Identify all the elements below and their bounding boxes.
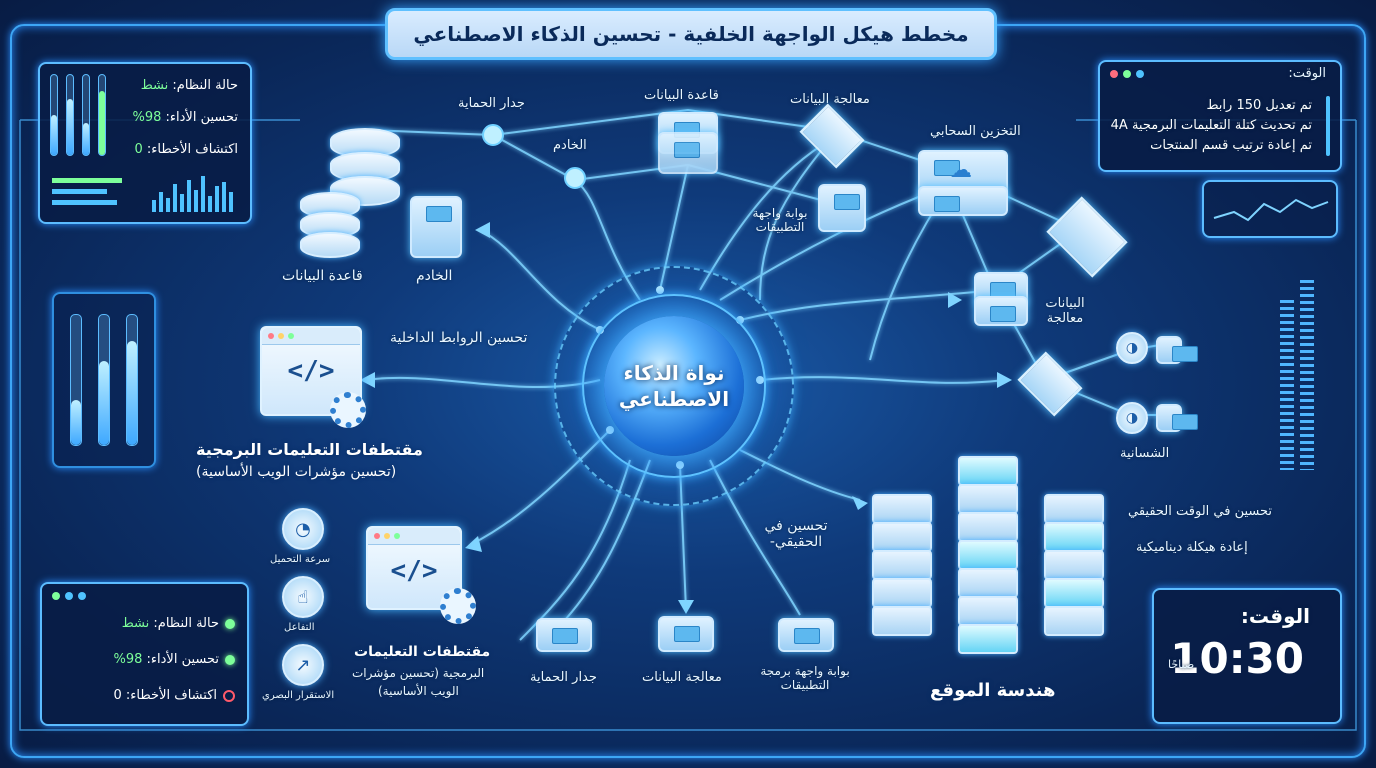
shield-icon-lower: ◑ [1116,402,1148,434]
top-status-errors: اكتشاف الأخطاء: 0 [134,142,239,157]
bottom-status-panel: حالة النظام: نشط تحسين الأداء: 98% اكتشا… [40,582,249,726]
label-internal-links: تحسين الروابط الداخلية [390,330,528,346]
right-bars [1280,280,1314,470]
clock-label: الوقت: [1240,604,1310,628]
core-outer-ring [554,266,794,506]
label-data-processing-bottom: معالجة البيانات [642,670,722,685]
gear-icon-2 [440,588,476,624]
data-processing-bottom-node[interactable] [658,616,714,652]
left-slider-2[interactable] [98,314,110,446]
code-snippet-window-large[interactable]: </> [260,326,362,416]
top-mini-slider-2 [66,74,74,156]
wave-line [1213,198,1329,222]
data-processing-right-node-base [974,296,1028,326]
core-inner-ring [582,294,766,478]
label-data-processing-top: معالجة البيانات [790,92,870,107]
clock-time: 10:30 [1170,634,1304,683]
database-top-node-base [658,132,718,174]
top-activity-bars [152,174,233,212]
log-line-2: تم تحديث كتلة التعليمات البرمجية 4A [1110,118,1312,133]
label-server-left: الخادم [416,268,453,284]
label-snippets2-sub2: الويب الأساسية) [378,684,459,698]
label-site-architecture: هندسة الموقع [930,680,1056,701]
label-firewall-top: جدار الحماية [458,96,525,111]
gauge-icon: ◔ [282,508,324,550]
top-mini-slider-4 [98,74,106,156]
label-snippets-sub: (تحسين مؤشرات الويب الأساسية) [196,464,397,480]
label-database-top: قاعدة البيانات [644,88,719,103]
api-gateway-bottom-node[interactable] [778,618,834,652]
top-progress-bars [52,178,132,205]
label-server-top: الخادم [553,138,587,153]
label-realtime: تحسين في الحقيقي- [764,518,828,550]
label-snippets2-sub1: البرمجية (تحسين مؤشرات [352,666,485,680]
wave-chart-panel [1202,180,1338,238]
hand-pointer-icon: ☝ [282,576,324,618]
label-data-processing-right: البيانات معالجة [1045,296,1085,326]
code-snippet-window-small[interactable]: </> [366,526,462,610]
cloud-storage-node-base [918,186,1008,216]
label-snippets2-title: مقتطفات التعليمات [354,644,491,660]
diagram-title-bar: مخطط هيكل الواجهة الخلفية - تحسين الذكاء… [385,8,997,60]
label-load-speed: سرعة التحميل [270,554,331,565]
database-icon-small[interactable] [300,192,360,258]
label-interaction: التفاعل [284,622,315,633]
cloud-icon: ☁ [950,158,972,183]
clock-panel: الوقت: 10:30 صباحًا [1152,588,1342,724]
label-visual-stability: الاستقرار البصري [262,690,335,701]
log-panel-dots [1110,70,1144,78]
shield-icon-upper: ◑ [1116,332,1148,364]
label-realtime-optimization: تحسين في الوقت الحقيقي [1128,504,1273,519]
code-tag: </> [287,356,335,386]
top-mini-slider-3 [82,74,90,156]
line-chart-icon: ↗ [282,644,324,686]
log-scrollbar[interactable] [1326,96,1330,156]
bottom-status-perf: تحسين الأداء: 98% [113,652,235,667]
label-dynamic: الشسانية [1120,446,1170,461]
server-icon[interactable] [410,196,462,258]
left-slider-1[interactable] [70,314,82,446]
doc-icon-lower [1156,404,1198,432]
gear-icon [330,392,366,428]
left-slider-panel [52,292,156,468]
label-api-gateway-top: بوابة واجهة التطبيقات [752,206,808,234]
clock-suffix: صباحًا [1168,658,1195,671]
bottom-panel-dots [52,592,86,600]
diagram-title: مخطط هيكل الواجهة الخلفية - تحسين الذكاء… [413,22,969,46]
label-database-left: قاعدة البيانات [282,268,363,284]
bottom-status-state: حالة النظام: نشط [122,616,235,631]
left-slider-3[interactable] [126,314,138,446]
top-mini-slider-1 [50,74,58,156]
top-status-perf: تحسين الأداء: 98% [132,110,238,125]
doc-icon-upper [1156,336,1198,364]
code-tag-2: </> [390,556,438,586]
log-line-1: تم تعديل 150 رابط [1206,98,1312,113]
label-cloud-storage: التخزين السحابي [930,124,1021,139]
label-api-gateway-bottom: بوابة واجهة برمجة التطبيقات [760,664,850,692]
top-status-panel: حالة النظام: نشط تحسين الأداء: 98% اكتشا… [38,62,252,224]
firewall-bottom-node[interactable] [536,618,592,652]
label-dynamic-restructure: إعادة هيكلة ديناميكية [1136,540,1248,555]
label-firewall-bottom: جدار الحماية [530,670,597,685]
log-panel: الوقت: تم تعديل 150 رابط تم تحديث كتلة ا… [1098,60,1342,172]
bottom-status-errors: اكتشاف الأخطاء: 0 [114,688,235,703]
api-gateway-top-node[interactable] [818,184,866,232]
top-status-state: حالة النظام: نشط [140,78,238,93]
log-heading: الوقت: [1288,66,1326,81]
log-line-3: تم إعادة ترتيب قسم المنتجات [1150,138,1312,153]
label-snippets-title: مقتطفات التعليمات البرمجية [196,440,423,459]
